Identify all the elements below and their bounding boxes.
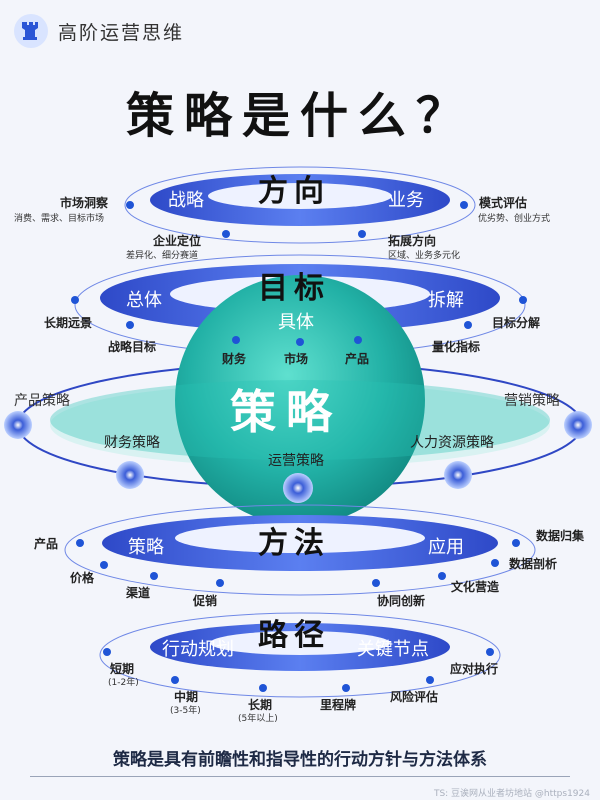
strategy-disc [50, 380, 550, 460]
direction-ring [124, 166, 476, 244]
goal-center-ring: 具体 [278, 312, 314, 333]
path-item-label: 长期 [248, 698, 273, 712]
brand-name: 高阶运营思维 [58, 21, 185, 44]
path-item-sub: (1-2年) [108, 678, 139, 688]
strategy-item: 财务策略 [104, 435, 160, 451]
strategy-heading: 策略 [230, 385, 342, 439]
method-item: 协同创新 [377, 594, 426, 608]
direction-item-label: 模式评估 [479, 196, 528, 210]
goal-item: 目标分解 [492, 316, 541, 330]
direction-item-label: 市场洞察 [60, 196, 109, 210]
path-ring [99, 612, 501, 698]
method-left-ring: 策略 [128, 537, 164, 558]
direction-right-ring: 业务 [388, 190, 424, 211]
goal-item: 产品 [345, 352, 370, 366]
node-dots [71, 201, 527, 692]
divider [30, 776, 570, 777]
method-item: 产品 [34, 537, 59, 551]
method-item: 渠道 [126, 586, 151, 600]
path-item-sub: (5年以上) [238, 714, 278, 724]
path-item-label: 中期 [174, 690, 199, 704]
glow-nodes [4, 411, 592, 503]
path-right-ring: 关键节点 [357, 639, 429, 660]
page-title: 策略是什么？ [125, 88, 474, 144]
goal-item: 战略目标 [108, 340, 157, 354]
method-heading: 方法 [258, 526, 330, 561]
goal-right-ring: 拆解 [428, 290, 464, 311]
path-item-label: 应对执行 [450, 662, 499, 676]
method-item: 数据剖析 [509, 557, 558, 571]
watermark: TS: 豆诶网从业者坊地站 @https1924 [433, 789, 590, 799]
path-item-label: 里程牌 [320, 698, 357, 712]
path-item-sub: (3-5年) [170, 706, 201, 716]
direction-item-label: 拓展方向 [388, 234, 437, 248]
goal-item: 长期远景 [44, 316, 93, 330]
strategy-item: 营销策略 [504, 393, 560, 409]
goal-heading: 目标 [258, 271, 330, 306]
direction-item-sub: 差异化、细分赛道 [126, 251, 199, 261]
path-heading: 路径 [258, 618, 330, 653]
direction-item-sub: 优劣势、创业方式 [478, 214, 551, 224]
goal-left-ring: 总体 [126, 290, 162, 311]
path-left-ring: 行动规划 [162, 639, 234, 660]
strategy-item: 运营策略 [268, 453, 324, 469]
method-ring [64, 504, 536, 596]
direction-left-ring: 战略 [168, 190, 204, 211]
direction-item-sub: 区域、业务多元化 [388, 251, 461, 261]
method-item: 价格 [70, 571, 95, 585]
slogan: 策略是具有前瞻性和指导性的行动方针与方法体系 [113, 750, 487, 770]
goal-item: 市场 [284, 352, 309, 366]
method-item: 数据归集 [536, 529, 585, 543]
goal-item: 量化指标 [432, 340, 481, 354]
direction-item-sub: 消费、需求、目标市场 [14, 214, 105, 224]
path-item-label: 短期 [110, 662, 135, 676]
strategy-item: 人力资源策略 [410, 435, 494, 451]
method-right-ring: 应用 [428, 537, 464, 558]
direction-item-label: 企业定位 [153, 234, 202, 248]
brand-header: 高阶运营思维 [14, 14, 184, 48]
path-item-label: 风险评估 [390, 690, 439, 704]
strategy-item: 产品策略 [14, 393, 70, 409]
direction-heading: 方向 [258, 174, 330, 209]
method-item: 文化营造 [451, 580, 500, 594]
method-item: 促销 [193, 594, 218, 608]
chess-rook-icon [14, 14, 48, 48]
goal-item: 财务 [222, 352, 247, 366]
